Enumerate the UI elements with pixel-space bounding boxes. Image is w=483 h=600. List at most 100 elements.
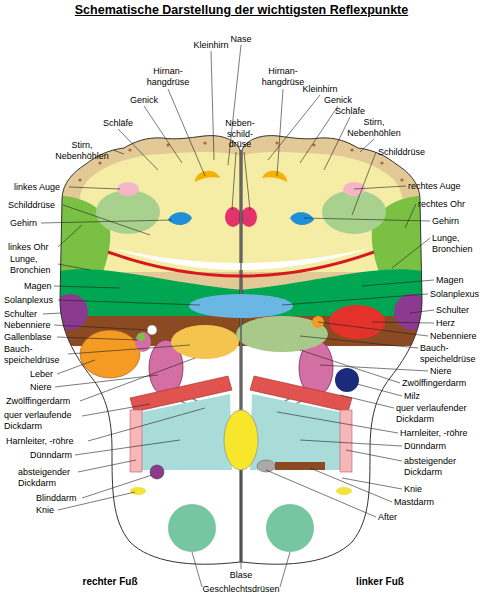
- leader-line: [280, 552, 290, 587]
- leader-line: [318, 322, 428, 336]
- reflex-label: Nase: [230, 34, 251, 45]
- leader-lines: [41, 45, 434, 587]
- leader-line: [54, 325, 148, 330]
- reflex-label: Schilddrüse: [8, 200, 55, 211]
- reflex-label: Zwölffingerdarm: [6, 396, 70, 407]
- reflex-label: Knie: [404, 484, 422, 495]
- reflex-label: Leber: [30, 369, 53, 380]
- foot-caption: linker Fuß: [356, 577, 404, 588]
- leader-line: [211, 51, 214, 160]
- leader-line: [300, 440, 402, 446]
- reflex-label: Knie: [36, 505, 54, 516]
- reflex-label: Solanplexus: [430, 289, 479, 300]
- leader-line: [75, 440, 180, 455]
- leader-line: [320, 365, 428, 371]
- reflex-label: Hirnan- hangdrüse: [143, 66, 193, 87]
- leader-line: [58, 225, 82, 247]
- leader-line: [43, 313, 62, 314]
- liver-zone: [80, 330, 140, 378]
- pancreas-zone: [236, 316, 328, 352]
- reflex-label: After: [378, 512, 397, 523]
- leader-line: [58, 300, 200, 305]
- leader-line: [372, 322, 434, 323]
- reflex-label: Milz: [404, 391, 420, 402]
- leader-line: [277, 89, 283, 176]
- reflex-label: Schläfe: [103, 118, 133, 129]
- leader-line: [362, 280, 434, 286]
- diagram-title: Schematische Darstellung der wichtigsten…: [0, 3, 483, 17]
- leader-line: [192, 552, 202, 587]
- appendix-zone: [150, 465, 164, 479]
- leader-line: [410, 310, 434, 313]
- bladder-zone: [224, 410, 258, 470]
- reflex-label: Bauch- speicheldrüse: [420, 343, 482, 364]
- reflex-label: Lunge, Bronchien: [10, 254, 56, 275]
- leader-line: [118, 129, 158, 170]
- reflex-label: absteigender Dickdarm: [404, 456, 468, 477]
- right-foot: [50, 120, 250, 564]
- reflex-label: Gallenblase: [4, 332, 52, 343]
- rectum-zone: [275, 462, 325, 470]
- reflex-label: Stirn, Nebenhöhlen: [343, 117, 405, 138]
- leader-line: [300, 106, 338, 163]
- leader-line: [58, 264, 90, 270]
- leader-line: [352, 152, 376, 215]
- leader-line: [232, 152, 236, 210]
- reflex-label: quer verlaufende Dickdarm: [4, 410, 84, 431]
- leader-line: [354, 186, 406, 189]
- reflex-label: Genick: [324, 95, 352, 106]
- reflex-label: Nebenniere: [4, 320, 51, 331]
- reflex-label: Solanplexus: [4, 295, 53, 306]
- reflex-label: quer verlaufender Dickdarm: [396, 403, 480, 424]
- reflex-label: Magen: [24, 281, 52, 292]
- leader-line: [88, 408, 205, 441]
- reflex-label: rechtes Ohr: [418, 199, 465, 210]
- leader-line: [405, 204, 416, 228]
- leader-line: [324, 117, 350, 170]
- foot-caption: rechter Fuß: [82, 577, 137, 588]
- leader-line: [41, 220, 172, 223]
- leader-line: [82, 475, 152, 498]
- reflex-label: Gehirn: [432, 216, 459, 227]
- leader-line: [54, 286, 120, 288]
- reflex-label: Niere: [430, 366, 452, 377]
- leader-line: [392, 238, 430, 268]
- reflex-label: rechtes Auge: [408, 181, 461, 192]
- leader-line: [340, 395, 394, 408]
- reflex-label: Kleinhirn: [302, 84, 337, 95]
- leader-line: [342, 478, 402, 489]
- reflex-label: Bauch- speicheldrüse: [4, 344, 66, 365]
- reflex-label: Blase: [230, 570, 253, 581]
- reflex-label: Dünndarm: [30, 450, 72, 461]
- leader-line: [57, 337, 138, 340]
- leader-line: [268, 95, 320, 160]
- leader-line: [68, 345, 190, 354]
- reflex-label: Blinddarm: [36, 493, 77, 504]
- leader-line: [300, 350, 400, 383]
- leader-line: [282, 294, 428, 305]
- reflex-label: Schilddrüse: [378, 147, 425, 158]
- reflex-label: Niere: [30, 382, 52, 393]
- leader-line: [168, 89, 205, 176]
- reflex-label: Stirn, Nebenhöhlen: [51, 140, 113, 161]
- reflex-label: Neben- schild- drüse: [223, 118, 257, 150]
- reflex-label: Nebenniere: [430, 331, 477, 342]
- spleen-zone: [335, 368, 359, 392]
- leader-line: [310, 468, 392, 502]
- pancreas-zone: [171, 325, 239, 359]
- leader-line: [304, 218, 430, 221]
- reflex-label: Harnleiter, -röhre: [6, 436, 74, 447]
- leader-line: [300, 336, 418, 348]
- reflex-label: Schulter: [4, 309, 37, 320]
- reflex-label: linkes Auge: [14, 182, 60, 193]
- adrenal-dot: [147, 325, 157, 335]
- reflex-label: Kleinhirn: [193, 40, 228, 51]
- leader-line: [113, 150, 124, 154]
- leader-line: [144, 106, 182, 163]
- reflex-label: Magen: [436, 275, 464, 286]
- leader-line: [241, 470, 242, 569]
- leader-line: [346, 450, 402, 461]
- reflex-label: Harnleiter, -röhre: [400, 428, 468, 439]
